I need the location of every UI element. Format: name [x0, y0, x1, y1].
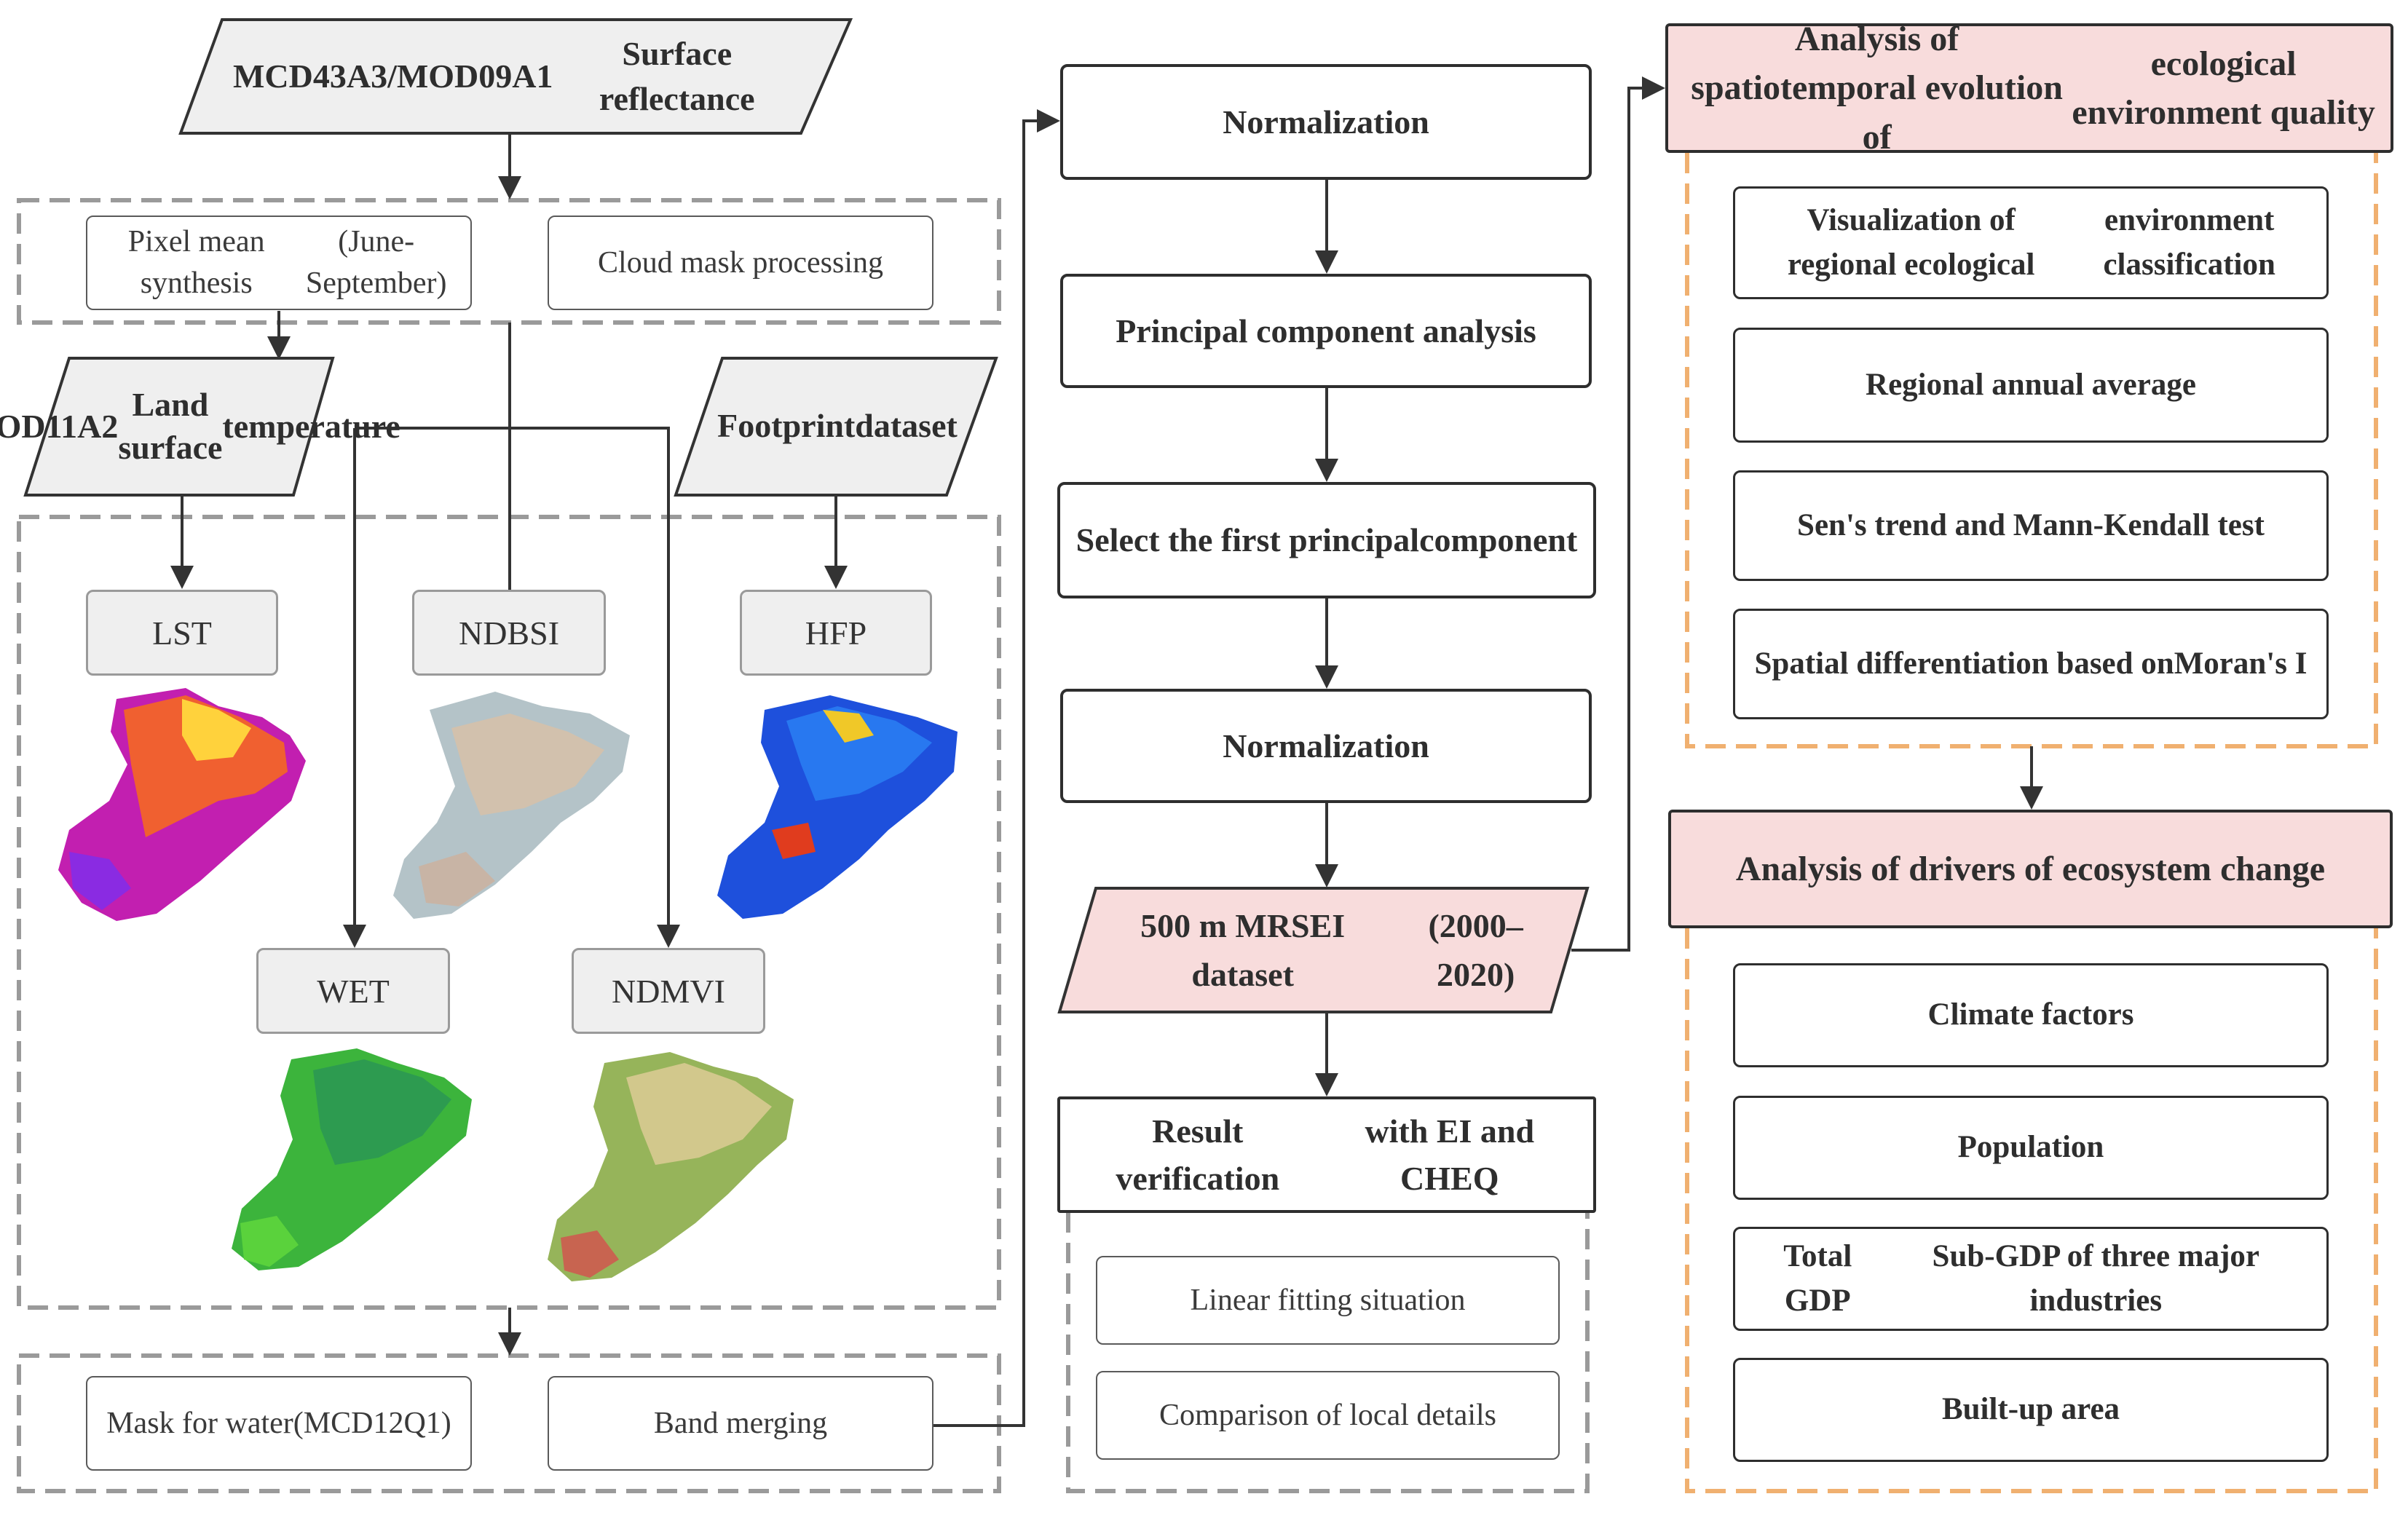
- input-surface-reflectance: MCD43A3/MOD09A1 Surface reflectance: [233, 25, 801, 127]
- input-lst-line2: Land surface: [118, 386, 223, 466]
- normalization-2-box: Normalization: [1060, 689, 1592, 803]
- select-pc1-line2: component: [1419, 521, 1578, 559]
- morans-i-line1: Spatial differentiation based on: [1754, 646, 2174, 681]
- cloud-mask-label: Cloud mask processing: [598, 245, 883, 280]
- population-label: Population: [1957, 1130, 2104, 1165]
- annual-average-label: Regional annual average: [1866, 367, 2196, 402]
- input-land-surface-temperature: MOD11A2 Land surface temperature: [0, 362, 400, 491]
- spatiotemporal-title-box: Analysis of spatiotemporal evolution of …: [1665, 20, 2393, 157]
- result-verification-box: Result verification with EI and CHEQ: [1057, 1096, 1596, 1213]
- mrsei-dataset-shape: [1057, 887, 1590, 1013]
- input-surface-reflectance-line1: MCD43A3/MOD09A1: [233, 57, 553, 95]
- drivers-title-box: Analysis of drivers of ecosystem change: [1668, 810, 2393, 928]
- morans-i-line2: Moran's I: [2174, 646, 2308, 681]
- select-pc1-line1: Select the first principal: [1075, 521, 1420, 559]
- mrsei-line2: (2000–2020): [1428, 906, 1523, 993]
- local-details-label: Comparison of local details: [1158, 1398, 1497, 1432]
- classification-line2: environment classification: [2103, 203, 2275, 282]
- spatiotemporal-item-sens-trend: Sen's trend and Mann-Kendall test: [1733, 470, 2329, 581]
- wet-map: [232, 1048, 472, 1270]
- pixel-mean-line1: Pixel mean synthesis: [127, 225, 265, 300]
- local-details-box: Comparison of local details: [1096, 1371, 1560, 1460]
- water-mask-line1: Mask for water: [106, 1406, 293, 1440]
- spatiotemporal-title-line2: ecological environment quality: [2072, 44, 2375, 132]
- water-mask-line2: (MCD12Q1): [293, 1406, 451, 1440]
- input-surface-reflectance-line2: Surface reflectance: [599, 34, 755, 117]
- indicator-lst: LST: [86, 590, 278, 676]
- indicator-hfp: HFP: [740, 590, 932, 676]
- pca-box: Principal component analysis: [1060, 274, 1592, 388]
- gdp-line2: Sub-GDP of three major industries: [1932, 1239, 2260, 1318]
- input-lst-line3: temperature: [222, 407, 400, 445]
- input-footprint-shape: [674, 357, 998, 497]
- gdp-line1: Total GDP: [1783, 1239, 1852, 1318]
- connectors: [170, 76, 2043, 1427]
- mrsei-dataset: 500 m MRSEI dataset (2000–2020): [1092, 894, 1558, 1007]
- input-footprint-dataset: Footprint dataset: [714, 368, 961, 484]
- spatiotemporal-item-classification: Visualization of regional ecological env…: [1733, 186, 2329, 299]
- driver-population: Population: [1733, 1096, 2329, 1200]
- spatiotemporal-item-morans-i: Spatial differentiation based on Moran's…: [1733, 609, 2329, 719]
- input-lst-line1: MOD11A2: [0, 407, 119, 445]
- indicator-hfp-label: HFP: [805, 614, 867, 652]
- drivers-title-label: Analysis of drivers of ecosystem change: [1735, 849, 2326, 888]
- linear-fitting-label: Linear fitting situation: [1190, 1283, 1466, 1317]
- indicator-ndmvi-label: NDMVI: [612, 972, 725, 1010]
- water-mask-box: Mask for water (MCD12Q1): [86, 1376, 472, 1471]
- ndbsi-map: [393, 692, 630, 919]
- input-lst-shape: [23, 357, 335, 497]
- hfp-map: [717, 695, 958, 919]
- spatiotemporal-item-annual-average: Regional annual average: [1733, 328, 2329, 443]
- drivers-frame: [1685, 928, 2378, 1493]
- pixel-mean-line2: (June-September): [305, 225, 447, 300]
- driver-built-up-area: Built-up area: [1733, 1358, 2329, 1462]
- indicator-ndbsi: NDBSI: [412, 590, 606, 676]
- input-surface-reflectance-shape: [178, 18, 853, 135]
- select-first-pc-box: Select the first principal component: [1057, 482, 1596, 598]
- sens-trend-label: Sen's trend and Mann-Kendall test: [1797, 507, 2265, 542]
- band-merging-label: Band merging: [653, 1406, 828, 1440]
- pixel-mean-synthesis-box: Pixel mean synthesis (June-September): [86, 216, 472, 310]
- verification-line1: Result verification: [1116, 1112, 1280, 1197]
- verification-line2: with EI and CHEQ: [1365, 1112, 1535, 1197]
- normalization-1-box: Normalization: [1060, 64, 1592, 180]
- spatiotemporal-title-line1: Analysis of spatiotemporal evolution of: [1691, 20, 2063, 157]
- lst-map: [58, 688, 306, 921]
- indicator-wet: WET: [256, 948, 450, 1034]
- ndmvi-map: [548, 1052, 794, 1281]
- normalization-1-label: Normalization: [1223, 103, 1429, 141]
- postprocessing-frame: [17, 1353, 1001, 1493]
- indicator-wet-label: WET: [317, 972, 390, 1010]
- indicator-lst-label: LST: [152, 614, 212, 652]
- indicator-ndmvi: NDMVI: [572, 948, 765, 1034]
- cloud-mask-box: Cloud mask processing: [548, 216, 933, 310]
- verification-frame: [1066, 1212, 1590, 1493]
- input-footprint-line1: Footprint: [717, 406, 856, 444]
- indicator-ndbsi-label: NDBSI: [458, 614, 560, 652]
- normalization-2-label: Normalization: [1223, 727, 1429, 764]
- climate-factors-label: Climate factors: [1927, 997, 2134, 1032]
- driver-gdp: Total GDP Sub-GDP of three major industr…: [1733, 1227, 2329, 1331]
- built-up-area-label: Built-up area: [1941, 1392, 2120, 1427]
- linear-fitting-box: Linear fitting situation: [1096, 1256, 1560, 1345]
- input-footprint-line2: dataset: [855, 406, 958, 444]
- classification-line1: Visualization of regional ecological: [1787, 203, 2035, 282]
- pca-label: Principal component analysis: [1116, 312, 1536, 349]
- band-merging-box: Band merging: [548, 1376, 933, 1471]
- mrsei-line1: 500 m MRSEI dataset: [1140, 906, 1346, 993]
- driver-climate-factors: Climate factors: [1733, 963, 2329, 1067]
